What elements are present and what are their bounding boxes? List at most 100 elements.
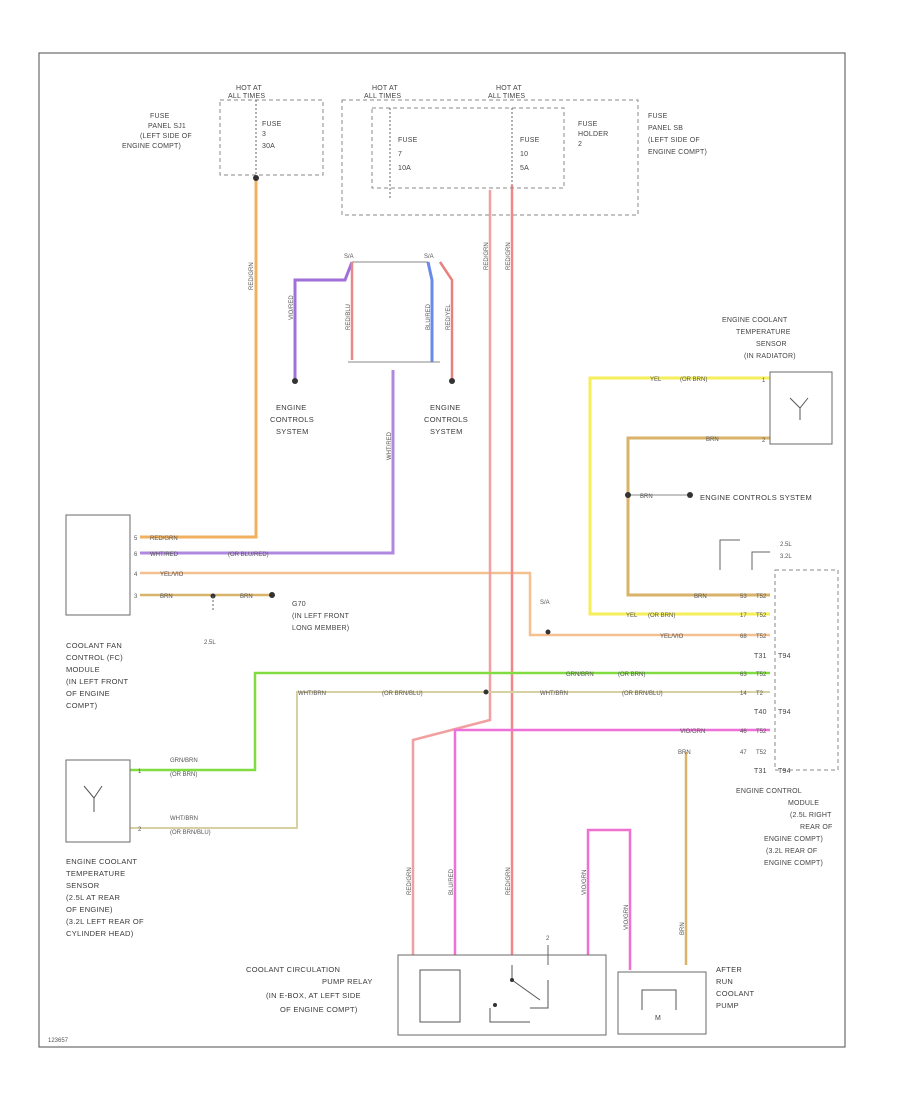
sensor-bot-wire-grn: GRN/BRN	[170, 758, 198, 764]
relay-label-1: COOLANT CIRCULATION	[246, 965, 340, 974]
vlabel-relay-b: BLU/RED	[449, 868, 455, 895]
wire-green-sensor-bot	[128, 671, 770, 772]
ecm-label-6: (3.2L REAR OF	[766, 848, 817, 855]
pump-label-2: RUN	[716, 977, 733, 986]
ground-connector	[269, 592, 275, 598]
sensor-top-4: (IN RADIATOR)	[744, 353, 796, 360]
sensor-bot-pin-1: 1	[138, 769, 142, 775]
diagram-frame	[38, 52, 846, 1048]
fuse-left-hot-2: ALL TIMES	[228, 93, 265, 100]
vlabel-relay-c: RED/GRN	[506, 867, 512, 895]
fan-wire-red-grn: RED/GRN	[150, 536, 178, 542]
vlabel-vio: VIO/RED	[289, 295, 295, 320]
ecm-pin-conn-2: T52	[756, 613, 767, 619]
variant-bracket-b	[751, 551, 770, 570]
sensor-bot-label-3: SENSOR	[66, 881, 100, 890]
wires	[128, 178, 770, 970]
variant-label-a: 2.5L	[780, 542, 792, 548]
ecs-left-2: CONTROLS	[270, 415, 314, 424]
wire-vio-grn-relay	[453, 728, 770, 960]
ecm-pin-conn-4: T52	[756, 672, 767, 678]
wire-pink-pump	[586, 828, 632, 970]
fuse-right-panel-2: PANEL SB	[648, 125, 683, 132]
ground-wire-brn: BRN	[240, 594, 253, 600]
sensor-bot-wire-wht: WHT/BRN	[170, 816, 198, 822]
fuse-7-num: 7	[398, 151, 402, 158]
vlabel-blu: BLU/RED	[426, 303, 432, 330]
fan-module-box	[65, 514, 131, 616]
variant-label-b: 3.2L	[780, 554, 792, 560]
fuse-10-label: FUSE	[520, 137, 540, 144]
ecm-pin-conn-7: T52	[756, 750, 767, 756]
ecm-pin-53: 53	[740, 594, 747, 600]
sensor-top-pin-2: 2	[762, 438, 766, 444]
sensor-top-3: SENSOR	[756, 341, 787, 348]
sensor-bottom-box	[65, 759, 131, 843]
vlabel-red-grn: RED/GRN	[249, 262, 255, 290]
fuse-right-panel-4: ENGINE COMPT)	[648, 149, 707, 156]
ecm-splice-label: S/A	[540, 600, 550, 606]
pump-label-1: AFTER	[716, 965, 742, 974]
ecm-box	[774, 569, 839, 771]
sensor-top-wire-a-alt: (OR BRN)	[680, 377, 707, 383]
sensor-bot-label-6: (3.2L LEFT REAR OF	[66, 917, 144, 926]
variant-bracket-a	[719, 539, 740, 570]
sensor-bot-label-2: TEMPERATURE	[66, 869, 125, 878]
fuse-left-panel-3: (LEFT SIDE OF	[140, 133, 192, 140]
splice-label-b: S/A	[424, 254, 434, 260]
sensor-top-wire-a: YEL	[650, 377, 662, 383]
sensor-bottom-thermistor	[83, 785, 103, 812]
sensor-bot-wire-grn-alt: (OR BRN)	[170, 772, 197, 778]
fuse-panel-left-box	[219, 99, 324, 176]
wire-wht-red-fan	[140, 370, 395, 555]
fuse-holder-2: HOLDER	[578, 131, 608, 138]
fuse-left-amp: 30A	[262, 143, 275, 150]
ecm-label-4: REAR OF	[800, 824, 833, 831]
ecm-wire-yel: YEL	[626, 613, 638, 619]
ecs-mid-label: ENGINE CONTROLS SYSTEM	[700, 493, 812, 502]
ecm-wire-grn-brn-alt: (OR BRN)	[618, 672, 645, 678]
ecs-mid-junction	[625, 492, 631, 498]
ecs-mid-connector	[687, 492, 693, 498]
relay-coil	[419, 969, 461, 1023]
ecm-pin-47: 47	[740, 750, 747, 756]
fuse-panel-right: HOT AT ALL TIMES HOT AT ALL TIMES FUSE 7…	[341, 85, 707, 216]
vlabel-red-grn-b: RED/GRN	[484, 242, 490, 270]
fuse-left-num: 3	[262, 131, 266, 138]
ecm-wire-yel-alt: (OR BRN)	[648, 613, 675, 619]
pump-label-4: PUMP	[716, 1001, 739, 1010]
wire-purple-ecs-left	[293, 261, 354, 380]
relay-label-3: (IN E-BOX, AT LEFT SIDE	[266, 991, 361, 1000]
ecs-right-3: SYSTEM	[430, 427, 463, 436]
pump-label-3: COOLANT	[716, 989, 754, 998]
vertical-wire-labels: RED/GRN VIO/RED RED/BLU BLU/RED RED/YEL …	[249, 242, 686, 935]
fuse-10-hot-1: HOT AT	[496, 85, 522, 92]
ecm-conn-f: T94	[778, 768, 791, 775]
sensor-bot-label-5: OF ENGINE)	[66, 905, 113, 914]
ecm-conn-a: T31	[754, 653, 767, 660]
fan-wire-brn: BRN	[160, 594, 173, 600]
fuse-left-label: FUSE	[262, 121, 282, 128]
fan-pin-5: 5	[134, 536, 138, 542]
sensor-top-thermistor	[789, 397, 809, 420]
ecs-right-1: ENGINE	[430, 403, 461, 412]
ground-label-1: G70	[292, 601, 306, 608]
fuse-7-label: FUSE	[398, 137, 418, 144]
pump-motor-label: M	[655, 1015, 661, 1022]
wire-red-grn-fan	[140, 178, 258, 539]
ecm-label-1: ENGINE CONTROL	[736, 788, 802, 795]
vlabel-red2: RED/YEL	[446, 304, 452, 330]
ecm-wire-yel-vio: YEL/VIO	[660, 634, 684, 640]
ecm-pin-46: 46	[740, 729, 747, 735]
ecs-left-1: ENGINE	[276, 403, 307, 412]
ecm-label-2: MODULE	[788, 800, 819, 807]
ecm-wire-brn-low: BRN	[678, 750, 691, 756]
fuse-left-hot-1: HOT AT	[236, 85, 262, 92]
wire-khaki-sensor-bot	[128, 691, 770, 829]
fan-module-label-4: (IN LEFT FRONT	[66, 677, 129, 686]
fuse-panel-left: HOT AT ALL TIMES FUSE 3 30A FUSE PANEL S…	[122, 85, 324, 181]
ecm-conn-e: T31	[754, 768, 767, 775]
sensor-bot-label-7: CYLINDER HEAD)	[66, 929, 134, 938]
fuse-left-panel-2: PANEL SJ1	[148, 123, 186, 130]
fuse-holder-box	[371, 107, 565, 189]
